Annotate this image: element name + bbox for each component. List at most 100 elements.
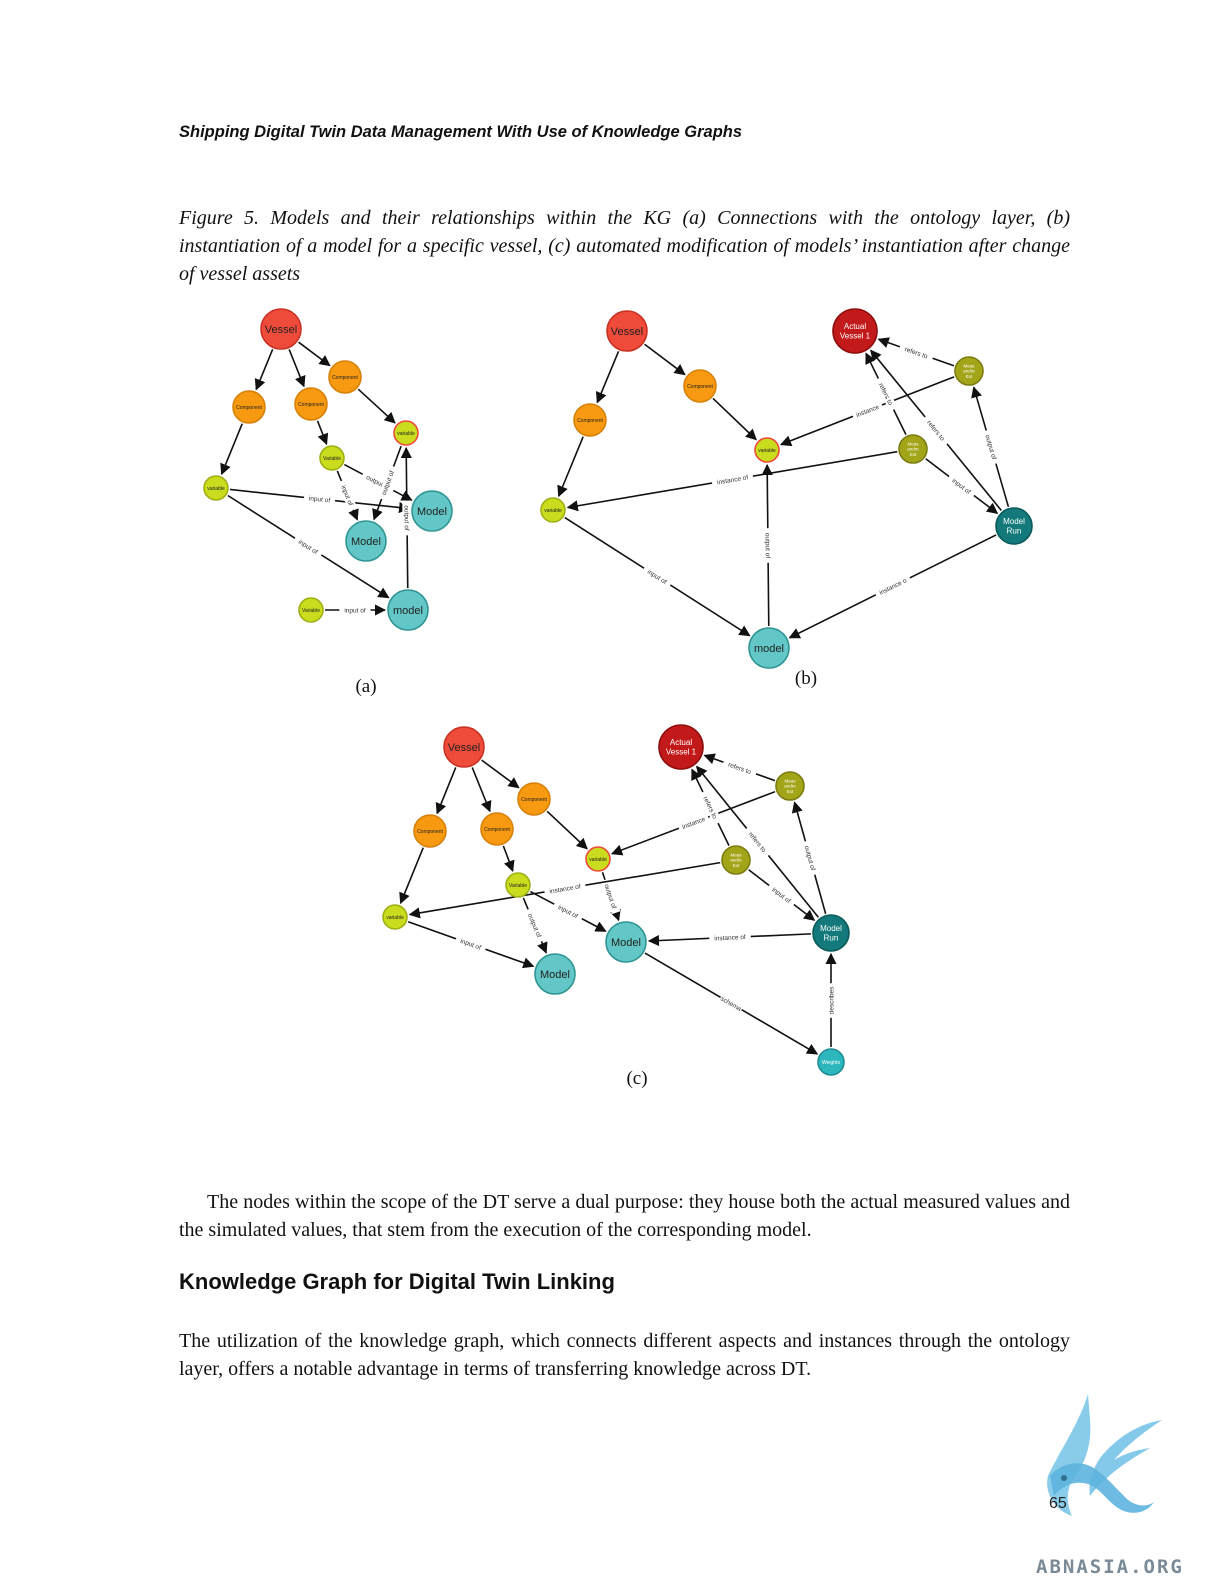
node-label: Component <box>236 405 262 411</box>
node-comp2: Component <box>683 369 717 403</box>
edge-label-bg <box>873 573 912 599</box>
node-circle <box>505 872 531 898</box>
edge-label-var1-model: input of <box>641 564 673 589</box>
node-label: Vessel <box>448 742 480 754</box>
node-label: Model <box>820 924 842 933</box>
edge-label-meas1-var2: instance <box>851 400 884 421</box>
node-circle <box>954 356 984 386</box>
node-circle <box>411 490 453 532</box>
edge-comp3-var3 <box>546 810 588 850</box>
figure-5-diagrams: input of input of input of output of output … <box>203 308 1033 1089</box>
node-weights: Weights <box>817 1048 845 1076</box>
node-label: Model <box>417 506 447 518</box>
node-label: variable <box>386 915 404 921</box>
edge-vessel-comp2 <box>288 349 306 388</box>
node-label: Model <box>611 937 641 949</box>
node-circle <box>413 814 447 848</box>
node-label: variable <box>397 431 415 437</box>
edge-label-model1-weights: schema <box>718 993 744 1014</box>
node-circle <box>721 845 751 875</box>
node-circle <box>748 627 790 669</box>
node-var4: Variable <box>298 597 324 623</box>
edge-label-bg <box>851 400 884 421</box>
node-circle <box>817 1048 845 1076</box>
edge-label-var2-model1: input of <box>337 479 358 512</box>
node-label: Variable <box>509 883 527 889</box>
node-circle <box>382 904 408 930</box>
publisher-logo-bird <box>1047 1394 1162 1516</box>
node-label: Meas <box>784 778 796 783</box>
edge-comp1-var1 <box>557 436 584 498</box>
edge-label-bg <box>339 605 371 615</box>
edge-label-bg <box>677 812 710 833</box>
edge-label-bg <box>718 993 744 1014</box>
node-var3: variable <box>585 846 611 872</box>
node-circle <box>573 403 607 437</box>
edge-label-bg <box>874 376 898 412</box>
node-label: Model <box>351 536 381 548</box>
edge-label-bg <box>337 479 358 512</box>
node-circle <box>328 360 362 394</box>
paragraph-1: The nodes within the scope of the DT ser… <box>179 1191 1070 1241</box>
edge-label-text: output of <box>403 505 410 531</box>
node-circle <box>832 308 878 354</box>
edge-label-run-model: instance o <box>873 573 912 599</box>
node-var2: Variable <box>505 872 531 898</box>
edge-label-var3-model1: output of <box>600 878 621 915</box>
edge-label-bg <box>721 757 758 779</box>
running-header: Shipping Digital Twin Data Management Wi… <box>179 123 743 141</box>
node-circle <box>345 520 387 562</box>
edge-label-meas2-var1: instance of <box>711 471 754 488</box>
edge-label-bg <box>766 881 797 909</box>
node-label: Actual <box>670 738 692 747</box>
node-label: Ext <box>733 863 740 868</box>
edge-label-bg <box>898 342 935 363</box>
node-label: Component <box>577 418 603 424</box>
node-label: Component <box>332 375 358 381</box>
edge-label-text: instance of <box>714 934 746 942</box>
edge-label-run-actual: refers to <box>921 414 951 447</box>
edge-label-meas1-actual: refers to <box>898 342 935 363</box>
node-circle <box>534 953 576 995</box>
node-label: Component <box>687 384 713 390</box>
node-label: Vessel 1 <box>666 747 697 756</box>
edge-label-bg <box>552 900 584 923</box>
node-comp1: Component <box>413 814 447 848</box>
node-circle <box>260 308 302 350</box>
node-circle <box>995 507 1033 545</box>
node-model2: Model <box>411 490 453 532</box>
edge-comp1-var1 <box>220 423 243 476</box>
node-circle <box>585 846 611 872</box>
node-circle <box>387 589 429 631</box>
edge-comp2-var2 <box>712 397 757 441</box>
node-circle <box>232 390 266 424</box>
node-label: Run <box>1007 526 1022 535</box>
edge-vessel-comp1 <box>254 349 274 391</box>
node-circle <box>319 445 345 471</box>
node-circle <box>898 434 928 464</box>
node-vessel: Vessel <box>260 308 302 350</box>
edge-vessel-comp2 <box>644 343 686 376</box>
edge-comp2-var2 <box>316 420 329 446</box>
node-label: Vessel <box>611 326 643 338</box>
node-circle <box>683 369 717 403</box>
edge-label-run-meas1: output of <box>801 840 820 876</box>
node-circle <box>203 475 229 501</box>
edge-label-var1-model3: input of <box>292 534 324 559</box>
edge-label-meas2-run: input of <box>946 472 977 500</box>
node-var2: Variable <box>319 445 345 471</box>
edge-label-meas1-actual: refers to <box>721 757 758 779</box>
node-label: variable <box>207 486 225 492</box>
node-var1: variable <box>540 497 566 523</box>
node-label: Vessel 1 <box>840 331 871 340</box>
watermark-text: ABNASIA.ORG <box>1036 1556 1184 1578</box>
edge-label-var1-model2: input of <box>454 934 487 954</box>
edge-label-bg <box>698 790 723 826</box>
node-model3: model <box>387 589 429 631</box>
node-label: Actual <box>844 322 866 331</box>
